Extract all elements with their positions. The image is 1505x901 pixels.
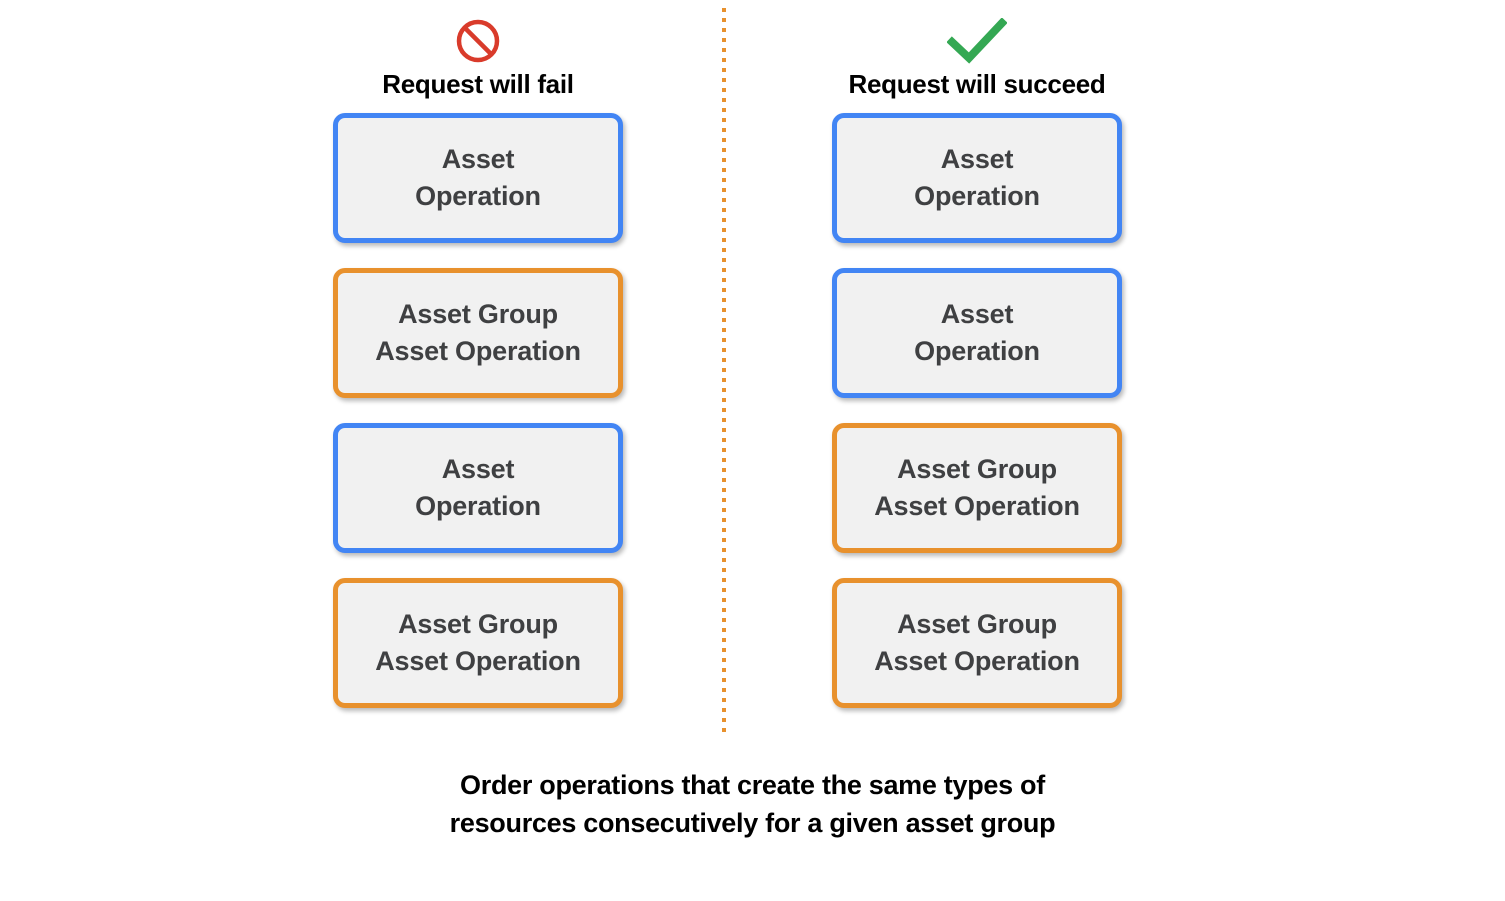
operation-box-line: Asset Group — [897, 609, 1057, 639]
operation-box-line: Operation — [415, 491, 541, 521]
operation-box-text: Asset Group Asset Operation — [375, 296, 581, 370]
caption-line-1: Order operations that create the same ty… — [460, 770, 1045, 800]
operation-box-text: Asset Group Asset Operation — [874, 451, 1080, 525]
operation-box-line: Asset Operation — [874, 491, 1080, 521]
operation-box-line: Asset Operation — [375, 336, 581, 366]
column-header-fail: Request will fail — [333, 0, 623, 113]
column-header-label-fail: Request will fail — [382, 69, 574, 99]
column-request-will-fail: Request will fail Asset Operation Asset … — [333, 0, 623, 708]
operation-box-line: Asset Group — [398, 609, 558, 639]
check-icon — [832, 16, 1122, 66]
column-header-succeed: Request will succeed — [832, 0, 1122, 113]
operation-box-line: Operation — [914, 181, 1040, 211]
column-header-label-succeed: Request will succeed — [848, 69, 1106, 99]
operation-box-text: Asset Group Asset Operation — [375, 606, 581, 680]
operation-box[interactable]: Asset Operation — [832, 113, 1122, 243]
operation-box[interactable]: Asset Operation — [333, 423, 623, 553]
operation-box-line: Asset Group — [398, 299, 558, 329]
operation-box-line: Asset Group — [897, 454, 1057, 484]
diagram-caption: Order operations that create the same ty… — [0, 766, 1505, 842]
operation-box[interactable]: Asset Operation — [832, 268, 1122, 398]
operation-box-line: Asset Operation — [375, 646, 581, 676]
operation-box-line: Asset — [441, 454, 515, 484]
operation-box-text: Asset Group Asset Operation — [874, 606, 1080, 680]
column-divider-dotted-line — [722, 8, 726, 738]
operation-box-line: Asset — [940, 299, 1014, 329]
operation-box[interactable]: Asset Operation — [333, 113, 623, 243]
operation-box[interactable]: Asset Group Asset Operation — [333, 578, 623, 708]
operation-box-line: Operation — [914, 336, 1040, 366]
operation-box-text: Asset Operation — [415, 451, 541, 525]
operation-box-line: Asset — [940, 144, 1014, 174]
caption-line-2: resources consecutively for a given asse… — [449, 808, 1056, 838]
prohibition-icon — [333, 16, 623, 66]
operation-box-line: Asset — [441, 144, 515, 174]
operation-box-line: Operation — [415, 181, 541, 211]
operation-box[interactable]: Asset Group Asset Operation — [832, 423, 1122, 553]
column-request-will-succeed: Request will succeed Asset Operation Ass… — [832, 0, 1122, 708]
operation-box[interactable]: Asset Group Asset Operation — [832, 578, 1122, 708]
operation-box-text: Asset Operation — [914, 141, 1040, 215]
operation-box-text: Asset Operation — [415, 141, 541, 215]
operation-box-line: Asset Operation — [874, 646, 1080, 676]
operation-box-text: Asset Operation — [914, 296, 1040, 370]
operation-box[interactable]: Asset Group Asset Operation — [333, 268, 623, 398]
